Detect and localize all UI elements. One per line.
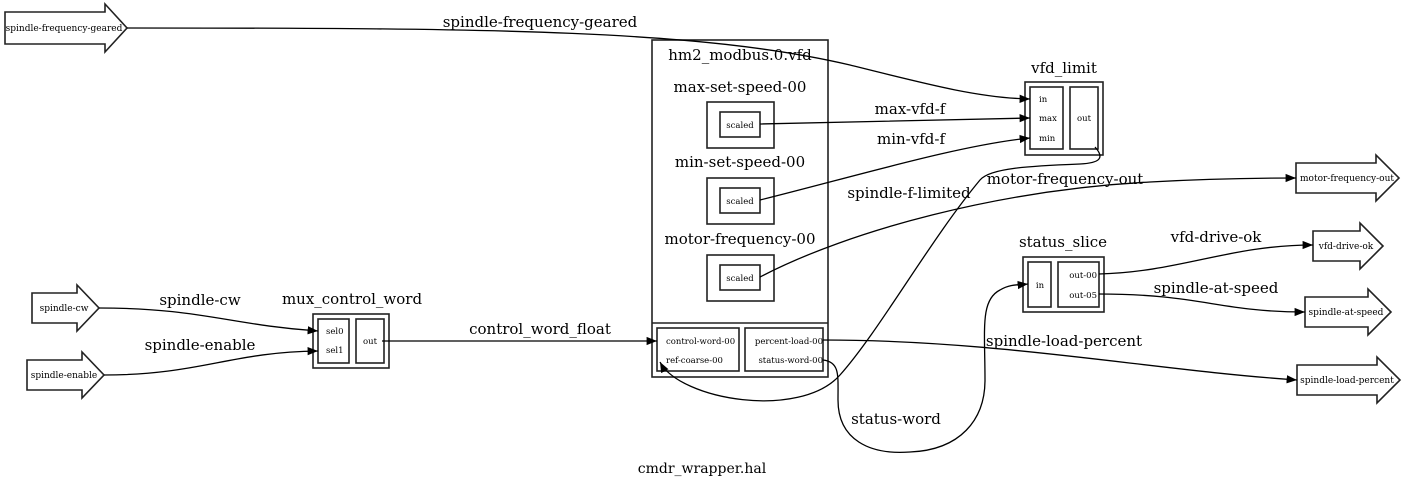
edge-max-vfd-f[interactable]: max-vfd-f [759, 100, 1031, 125]
pin-min[interactable]: min [1039, 134, 1056, 144]
output-label: spindle-at-speed [1309, 308, 1384, 318]
edge-control-word-float[interactable]: control_word_float [382, 320, 657, 346]
edge-label: max-vfd-f [875, 100, 947, 118]
edge-label: control_word_float [469, 320, 611, 338]
output-motor-frequency-out[interactable]: motor-frequency-out [1295, 153, 1401, 203]
subgroup-title: motor-frequency-00 [665, 230, 816, 248]
pin-percent-load-00[interactable]: percent-load-00 [755, 337, 823, 347]
input-spindle-cw[interactable]: spindle-cw [31, 283, 101, 333]
edge-label: spindle-f-limited [847, 184, 971, 202]
pin-scaled[interactable]: scaled [726, 121, 754, 131]
input-label: spindle-enable [31, 371, 98, 381]
pin-out[interactable]: out [363, 337, 378, 347]
component-title: vfd_limit [1030, 59, 1097, 77]
edge-min-vfd-f[interactable]: min-vfd-f [759, 130, 1031, 201]
edge-spindle-f-limited[interactable]: spindle-f-limited [659, 146, 1101, 402]
edge-spindle-cw[interactable]: spindle-cw [98, 291, 319, 335]
component-vfd-limit[interactable]: vfd_limit in max min out [1024, 59, 1104, 156]
component-mux-control-word[interactable]: mux_control_word sel0 sel1 out [282, 290, 423, 369]
component-hm2-modbus-vfd[interactable]: hm2_modbus.0.vfd max-set-speed-00 scaled… [651, 39, 829, 378]
input-label: spindle-frequency-geared [6, 24, 123, 34]
input-spindle-enable[interactable]: spindle-enable [26, 350, 106, 400]
pin-out[interactable]: out [1077, 114, 1092, 124]
edge-label: spindle-load-percent [986, 332, 1142, 350]
edge-label: spindle-enable [145, 336, 256, 354]
component-status-slice[interactable]: status_slice in out-00 out-05 [1019, 233, 1107, 313]
component-title: status_slice [1019, 233, 1107, 251]
output-label: vfd-drive-ok [1318, 242, 1374, 252]
component-title: mux_control_word [282, 290, 423, 308]
edge-spindle-enable[interactable]: spindle-enable [103, 336, 319, 376]
input-label: spindle-cw [40, 304, 89, 314]
pin-ref-coarse-00[interactable]: ref-coarse-00 [666, 356, 723, 366]
pin-out-00[interactable]: out-00 [1069, 271, 1097, 281]
edge-motor-frequency-out[interactable]: motor-frequency-out [759, 170, 1297, 278]
graph-title: cmdr_wrapper.hal [638, 461, 767, 477]
pin-control-word-00[interactable]: control-word-00 [666, 337, 735, 347]
pin-out-05[interactable]: out-05 [1069, 291, 1097, 301]
output-label: motor-frequency-out [1300, 174, 1394, 184]
edge-label: spindle-frequency-geared [443, 13, 638, 31]
output-spindle-at-speed[interactable]: spindle-at-speed [1304, 287, 1393, 337]
edge-label: motor-frequency-out [987, 170, 1144, 188]
edge-spindle-load-percent[interactable]: spindle-load-percent [822, 332, 1298, 384]
pin-sel0[interactable]: sel0 [326, 327, 344, 337]
pin-in[interactable]: in [1036, 281, 1045, 291]
edge-vfd-drive-ok[interactable]: vfd-drive-ok [1098, 228, 1314, 275]
pin-status-word-00[interactable]: status-word-00 [758, 356, 823, 366]
edge-label: vfd-drive-ok [1170, 228, 1263, 246]
pin-scaled[interactable]: scaled [726, 274, 754, 284]
output-spindle-load-percent[interactable]: spindle-load-percent [1296, 355, 1402, 405]
subgroup-title: min-set-speed-00 [675, 153, 805, 171]
output-label: spindle-load-percent [1300, 376, 1394, 386]
pin-scaled[interactable]: scaled [726, 197, 754, 207]
subgroup-title: max-set-speed-00 [674, 78, 807, 96]
input-spindle-frequency-geared[interactable]: spindle-frequency-geared [4, 1, 129, 55]
edge-label: min-vfd-f [877, 130, 946, 148]
edge-label: spindle-at-speed [1154, 279, 1279, 297]
component-title: hm2_modbus.0.vfd [668, 46, 812, 64]
pin-max[interactable]: max [1039, 114, 1057, 124]
edge-status-word[interactable]: status-word [822, 280, 1029, 454]
output-vfd-drive-ok[interactable]: vfd-drive-ok [1312, 221, 1385, 271]
edge-label: status-word [851, 410, 941, 428]
edge-spindle-at-speed[interactable]: spindle-at-speed [1098, 279, 1306, 317]
pin-sel1[interactable]: sel1 [326, 346, 344, 356]
pin-in[interactable]: in [1039, 95, 1048, 105]
edge-spindle-frequency-geared[interactable]: spindle-frequency-geared [126, 13, 1031, 103]
edge-label: spindle-cw [159, 291, 241, 309]
